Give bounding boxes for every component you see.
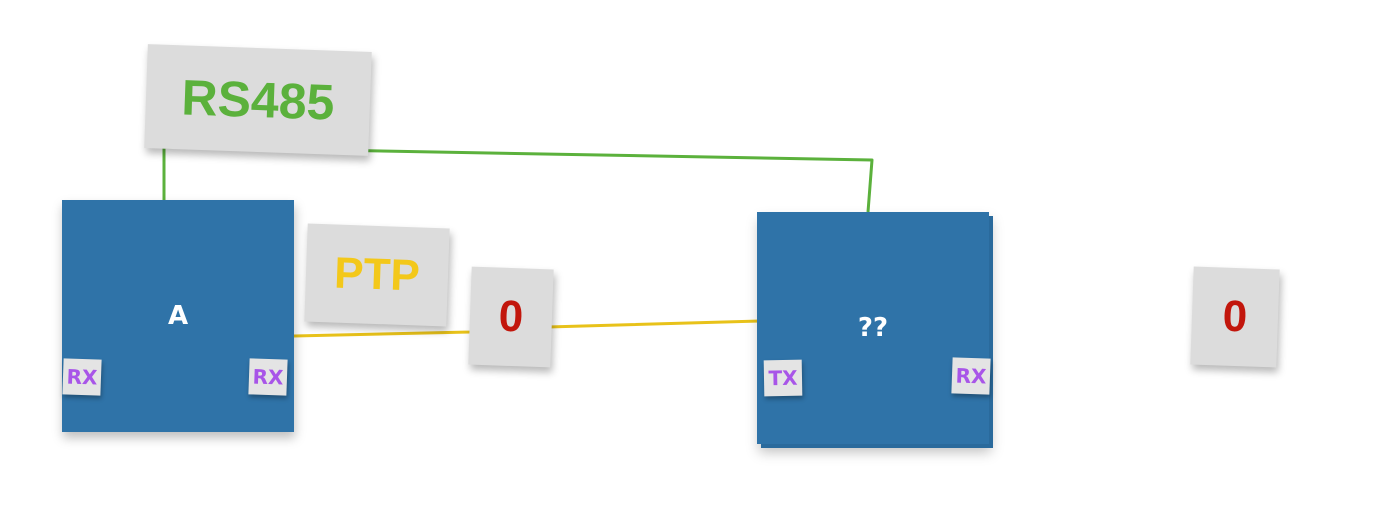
rs485-label: RS485	[180, 69, 336, 131]
ptp-counter-value: 0	[497, 291, 525, 342]
node-unknown-label: ??	[857, 313, 889, 343]
right-counter-card: 0	[1190, 266, 1280, 368]
right-counter-value: 0	[1221, 291, 1249, 342]
port-label: TX	[768, 365, 798, 391]
ptp-counter-card: 0	[468, 266, 554, 368]
node-a-rx-port-right: RX	[248, 358, 288, 396]
rs485-wire	[162, 145, 874, 213]
node-unknown[interactable]: ??	[757, 212, 989, 444]
port-label: RX	[252, 364, 284, 390]
node-unknown-tx-port: TX	[763, 359, 803, 397]
ptp-label-card: PTP	[304, 223, 450, 327]
port-label: RX	[66, 364, 98, 390]
node-a-rx-port-left: RX	[62, 358, 102, 396]
node-unknown-rx-port: RX	[951, 357, 991, 395]
ptp-label: PTP	[333, 248, 421, 301]
node-a-label: A	[167, 301, 189, 331]
rs485-label-card: RS485	[144, 44, 372, 156]
node-a[interactable]: A	[62, 200, 294, 432]
port-label: RX	[955, 363, 987, 389]
